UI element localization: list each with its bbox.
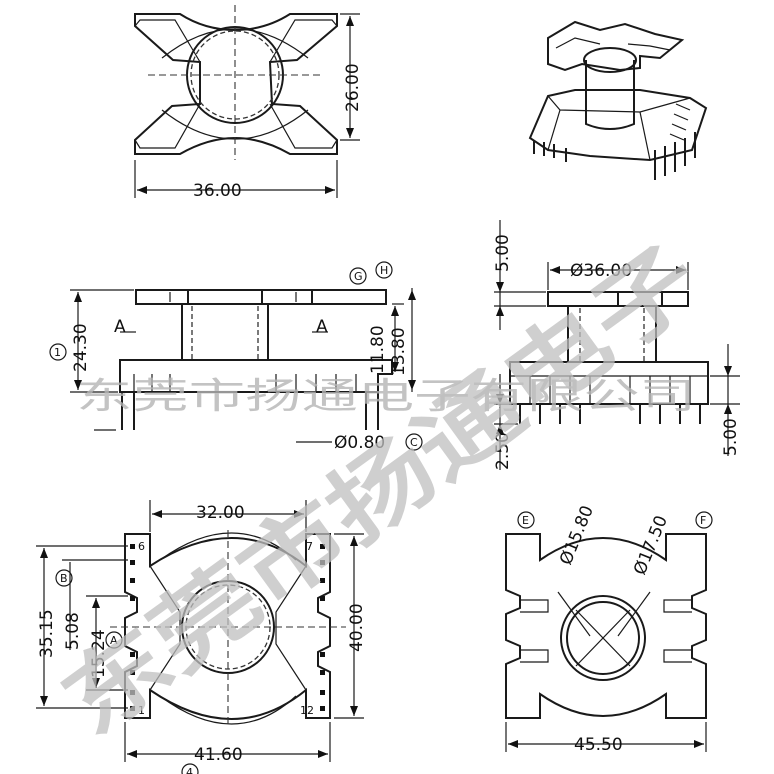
callout-c: C xyxy=(410,436,418,449)
callout-h: H xyxy=(380,264,388,277)
callout-4: 4 xyxy=(186,766,193,774)
top-height-dim: 26.00 xyxy=(343,63,363,112)
callout-a: A xyxy=(110,634,118,647)
side-top-dim: 5.00 xyxy=(493,234,513,272)
pin-label-7: 7 xyxy=(306,540,313,553)
bottom-height-right: 40.00 xyxy=(347,603,367,652)
callout-1: 1 xyxy=(54,346,61,359)
callout-b: B xyxy=(60,572,68,585)
watermark-line: 东莞市扬通电子有限公司 xyxy=(76,376,696,417)
side-view: Ø36.00 5.00 2.50 5.00 xyxy=(493,220,741,470)
bottom-pitch-dim: 5.08 xyxy=(63,612,83,650)
bottom-view: 6 7 1 12 32.00 41.60 4 35.15 5.08 B xyxy=(36,500,367,774)
section-view: Ø15.80 Ø17.50 E F 45.50 xyxy=(505,503,713,755)
front-view: A A 24.30 1 11.80 13.80 G H Ø0.80 C xyxy=(49,261,423,453)
pin-label-6: 6 xyxy=(138,540,145,553)
bottom-span-dim: 15.24 xyxy=(89,629,109,678)
pin-dia-dim: Ø0.80 xyxy=(334,433,385,453)
callout-e: E xyxy=(522,514,529,527)
section-mark-left: A xyxy=(114,317,126,337)
dim-13-80: 13.80 xyxy=(389,327,409,376)
side-pin-right-dim: 5.00 xyxy=(721,418,741,456)
bottom-width-bottom: 41.60 xyxy=(194,745,243,765)
dim-11-80: 11.80 xyxy=(368,325,388,374)
pin-label-12: 12 xyxy=(300,704,314,717)
side-pin-left-dim: 2.50 xyxy=(493,432,513,470)
pin-label-1: 1 xyxy=(138,704,145,717)
front-height-dim: 24.30 xyxy=(71,323,91,372)
bottom-width-top: 32.00 xyxy=(196,503,245,523)
bottom-height-left: 35.15 xyxy=(37,609,57,658)
callout-f: F xyxy=(700,514,706,527)
top-width-dim: 36.00 xyxy=(193,181,242,201)
section-width-dim: 45.50 xyxy=(574,735,623,755)
isometric-view xyxy=(528,20,708,180)
side-flange-dia: Ø36.00 xyxy=(570,261,632,281)
section-inner-dia: Ø15.80 xyxy=(556,503,598,568)
callout-g: G xyxy=(354,270,363,283)
section-mark-right: A xyxy=(316,317,328,337)
top-view: 36.00 26.00 xyxy=(134,5,363,201)
